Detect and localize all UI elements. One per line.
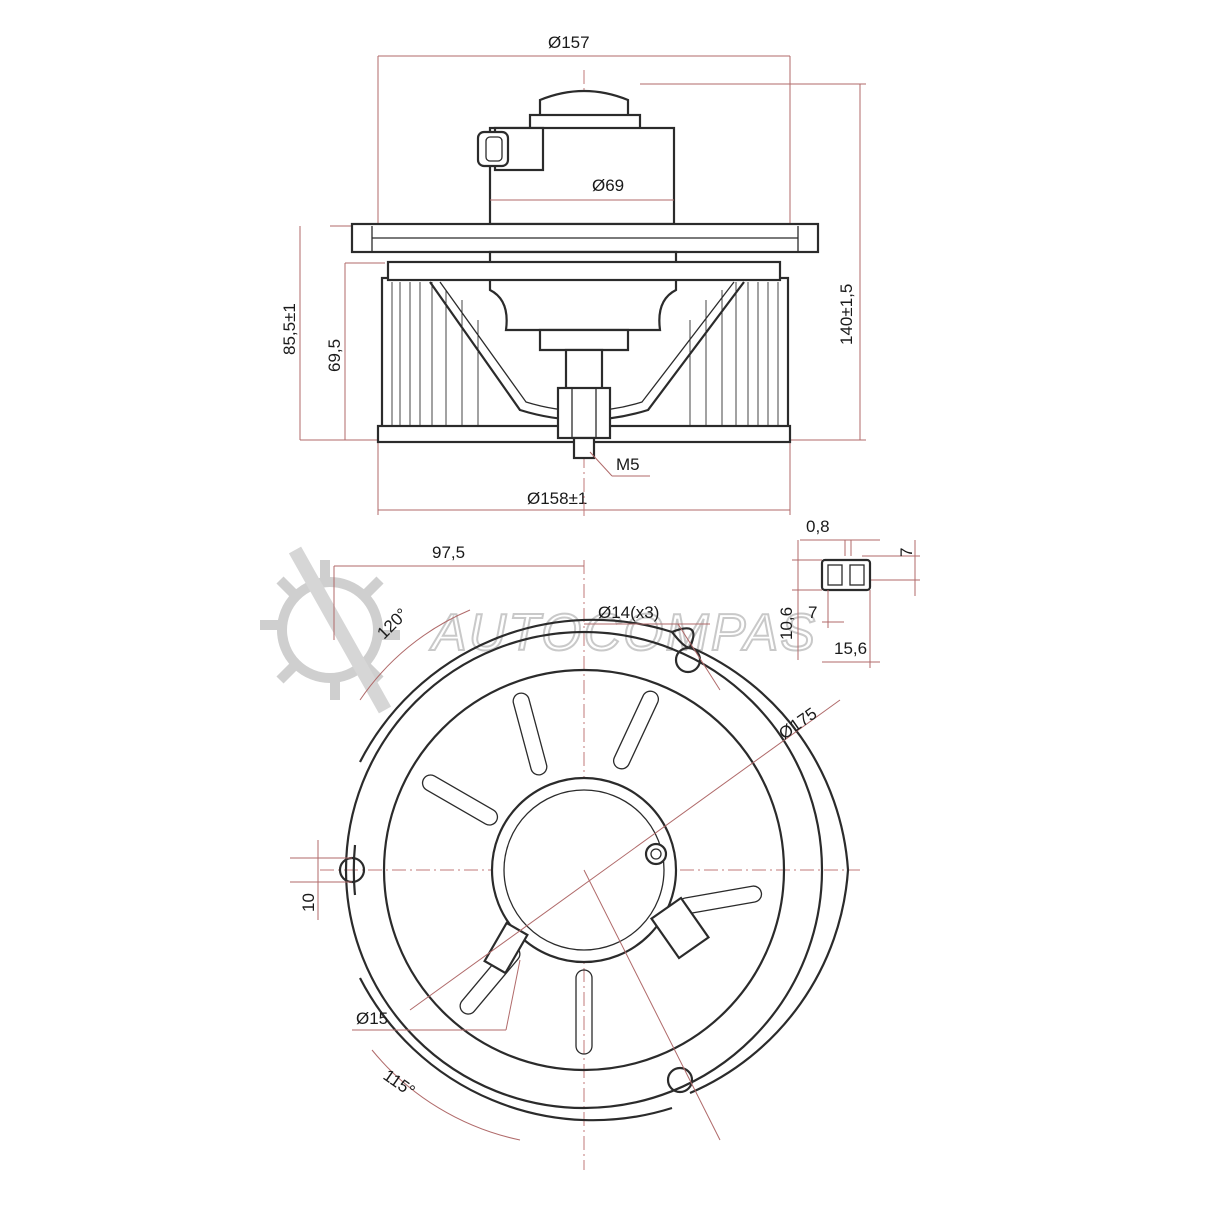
connector-body — [820, 558, 872, 592]
dim-bottom-diameter: Ø158±1 — [527, 489, 587, 508]
watermark-brand: AUTOCOMPAS — [429, 604, 817, 662]
dim-total-height: 140±1,5 — [837, 284, 856, 345]
motor-screw — [644, 842, 668, 866]
dim-offset: 97,5 — [432, 543, 465, 562]
fan-outer-ring — [382, 668, 786, 1072]
top-connector — [649, 896, 711, 960]
fan-top-ring — [386, 260, 782, 282]
watermark: AUTOCOMPAS — [260, 546, 817, 714]
dim-thread: M5 — [616, 455, 640, 474]
hub-nut — [556, 386, 612, 440]
dim-angle-bottom: 115° — [380, 1066, 419, 1101]
dim-pin-width: 7 — [897, 548, 916, 557]
notch-top-right — [671, 627, 695, 649]
dim-pin-thickness: 0,8 — [806, 517, 830, 536]
notch-hole-top-right — [674, 646, 702, 674]
motor-shaft — [564, 348, 604, 392]
dim-holes: Ø14(x3) — [598, 603, 659, 622]
slot — [612, 690, 660, 770]
dim-connector-height: 10,6 — [777, 607, 796, 640]
slot — [512, 692, 548, 776]
flange-outer — [352, 618, 850, 1122]
dim-inner-height: 69,5 — [325, 339, 344, 372]
slot — [421, 774, 499, 826]
flange-inner-ring — [344, 630, 824, 1110]
thread-stud — [572, 436, 596, 460]
slot — [575, 969, 593, 1055]
dim-height-left: 85,5±1 — [280, 303, 299, 355]
top-plug — [483, 921, 529, 975]
dim-motor-diameter: Ø69 — [592, 176, 624, 195]
notch-hole-bottom — [666, 1066, 694, 1094]
watermark-gear-logo — [260, 546, 400, 714]
dim-notch: 10 — [299, 893, 318, 912]
dim-flange-diameter: Ø175 — [775, 704, 820, 743]
dim-inlet: Ø15 — [356, 1009, 388, 1028]
dim-connector-length: 15,6 — [834, 639, 867, 658]
motor-bottom-hub — [538, 328, 630, 352]
connector-view: 0,8 7 10,6 7 15,6 — [777, 517, 920, 668]
side-view: Ø157 140±1,5 85,5±1 69,5 Ø158±1 Ø69 — [280, 33, 866, 520]
dim-connector-inner: 7 — [808, 603, 817, 622]
dim-top-diameter: Ø157 — [548, 33, 590, 52]
